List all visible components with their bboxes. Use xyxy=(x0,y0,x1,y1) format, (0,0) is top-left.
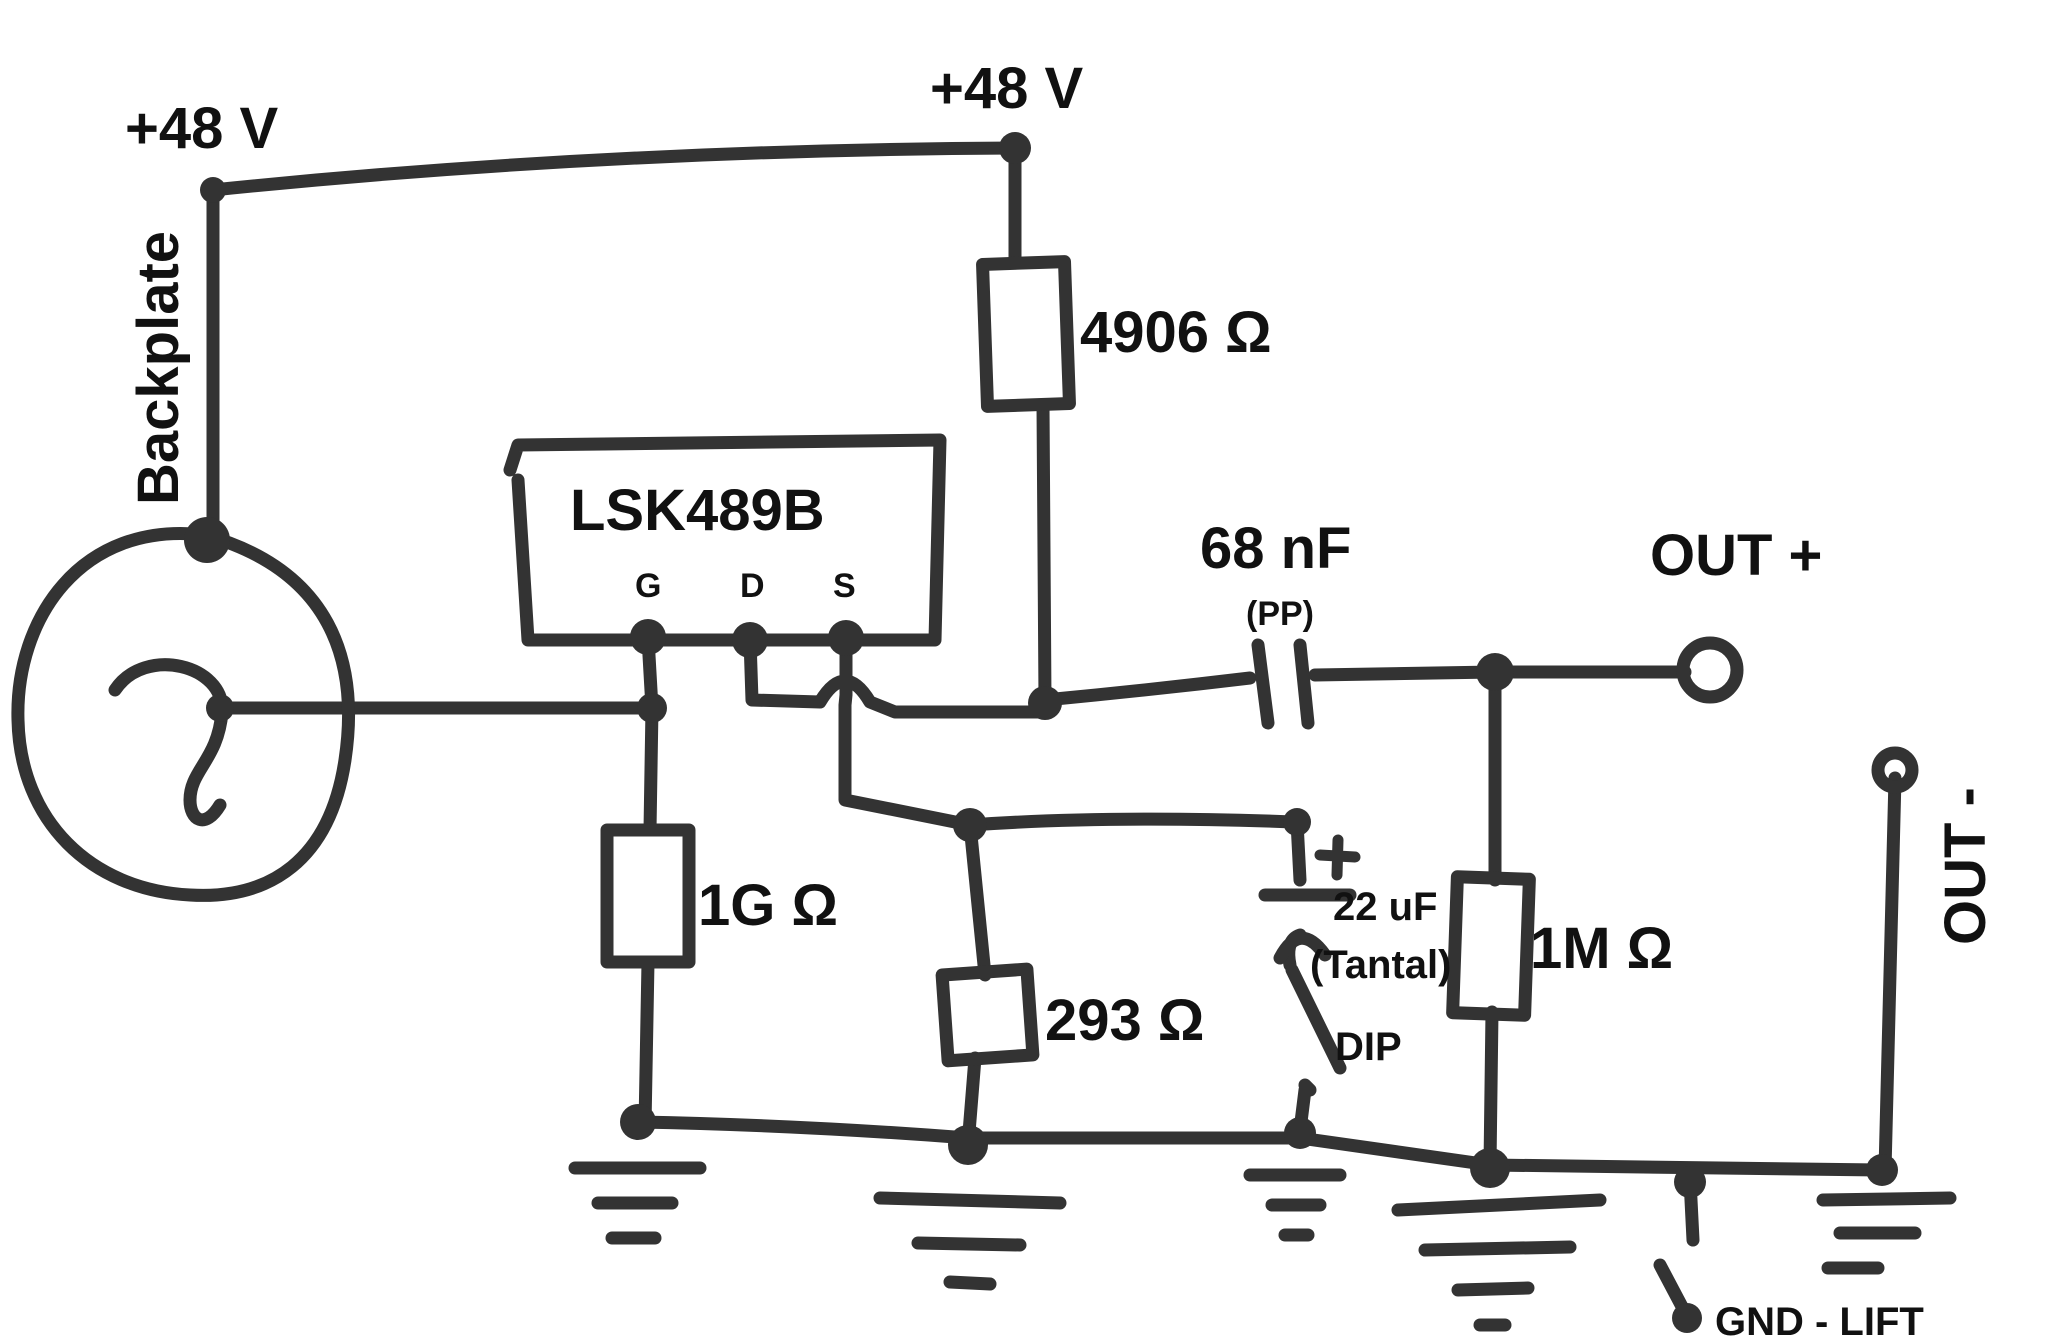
cap-22uf-plate-negative xyxy=(1273,931,1332,965)
label-r-gate: 1G Ω xyxy=(698,873,838,938)
ground-symbols xyxy=(568,1161,1957,1332)
wire-cap-out xyxy=(1308,665,1502,682)
ic-outline xyxy=(503,433,947,647)
resistor-293 xyxy=(935,962,1040,1068)
resistor-1g xyxy=(600,823,696,969)
wire-top-rail xyxy=(206,141,1022,197)
wire-ground-bus-left xyxy=(631,1115,1497,1172)
label-dip: DIP xyxy=(1335,1025,1402,1069)
label-r-out: 1M Ω xyxy=(1530,916,1673,981)
ground-symbol-out xyxy=(1816,1191,1957,1275)
label-cap-src-type: (Tantal) xyxy=(1310,943,1451,987)
label-cap-out: 68 nF xyxy=(1200,516,1352,581)
node-ground-gate xyxy=(620,1104,656,1140)
capsule-signal-symbol xyxy=(108,658,229,827)
node-gnd-lift-contact xyxy=(1672,1303,1702,1333)
capsule-circle xyxy=(11,527,356,902)
label-pin-s: S xyxy=(833,567,856,605)
junction-dots xyxy=(184,132,1898,1333)
resistor-1m xyxy=(1446,870,1536,1022)
node-source xyxy=(953,808,987,842)
node-cap-top xyxy=(1283,808,1311,836)
node-gnd-lift xyxy=(1674,1166,1706,1198)
ground-symbol-1m xyxy=(1391,1193,1607,1332)
node-ground-source xyxy=(948,1125,988,1165)
cap-22uf-plus-sign xyxy=(1314,834,1361,881)
ground-symbol-gate xyxy=(568,1161,707,1245)
capacitor-68nf xyxy=(1251,638,1315,730)
node-plus48-top xyxy=(999,132,1031,164)
dip-switch-blade xyxy=(1285,963,1347,1075)
wire-source-cap xyxy=(963,812,1307,887)
out-plus-terminal[interactable] xyxy=(1676,636,1744,704)
label-out-plus: OUT + xyxy=(1650,523,1822,588)
node-plus48-left xyxy=(200,177,226,203)
node-pin-s xyxy=(828,620,864,656)
label-cap-src-value: 22 uF xyxy=(1333,885,1437,929)
label-pin-d: D xyxy=(740,567,765,605)
label-out-minus: OUT - xyxy=(1933,787,1998,945)
wire-source xyxy=(838,633,977,832)
wire-drain xyxy=(743,633,1052,719)
label-ic-name: LSK489B xyxy=(570,478,825,543)
wire-gate-resistor-bottom xyxy=(638,955,655,1132)
wire-gate-resistor-top xyxy=(643,701,659,837)
dip-switch-stub xyxy=(1298,1078,1317,1097)
cap-68nf-plate-left xyxy=(1251,638,1275,730)
wire-source-resistor-top xyxy=(963,818,992,982)
wire-out-minus xyxy=(1878,771,1902,1177)
wire-1m-bottom xyxy=(1483,1005,1499,1172)
wires xyxy=(206,141,1902,1325)
node-ground-dip xyxy=(1284,1117,1316,1149)
label-r-source: 293 Ω xyxy=(1045,988,1204,1053)
cap-68nf-plate-right xyxy=(1293,638,1315,730)
ground-symbol-source xyxy=(873,1191,1067,1291)
label-gnd-lift: GND - LIFT xyxy=(1715,1300,1924,1343)
labels: +48 V +48 V Backplate LSK489B G D S 4906… xyxy=(125,56,1998,1343)
node-ground-out xyxy=(1866,1154,1898,1186)
label-cap-out-type: (PP) xyxy=(1246,595,1314,633)
node-capsule-signal xyxy=(206,694,234,722)
node-pin-g xyxy=(630,619,666,655)
node-drain xyxy=(1028,686,1062,720)
ground-symbol-dip xyxy=(1243,1168,1347,1242)
capacitor-22uf xyxy=(1258,834,1361,965)
node-backplate xyxy=(184,517,230,563)
resistor-4906 xyxy=(976,255,1076,413)
label-backplate: Backplate xyxy=(126,231,191,505)
node-gate xyxy=(637,693,667,723)
label-supply-top: +48 V xyxy=(930,56,1083,121)
microphone-capsule xyxy=(11,527,356,902)
label-supply-left: +48 V xyxy=(125,96,278,161)
wire-drain-feed-bottom xyxy=(1036,398,1052,707)
node-pin-d xyxy=(732,622,768,658)
wire-drain-cap xyxy=(1038,671,1257,707)
node-output xyxy=(1476,653,1514,691)
out-minus-terminal[interactable] xyxy=(1871,746,1919,794)
label-pin-g: G xyxy=(635,567,661,605)
label-r-drain: 4906 Ω xyxy=(1080,300,1272,365)
node-ground-1m xyxy=(1470,1148,1510,1188)
